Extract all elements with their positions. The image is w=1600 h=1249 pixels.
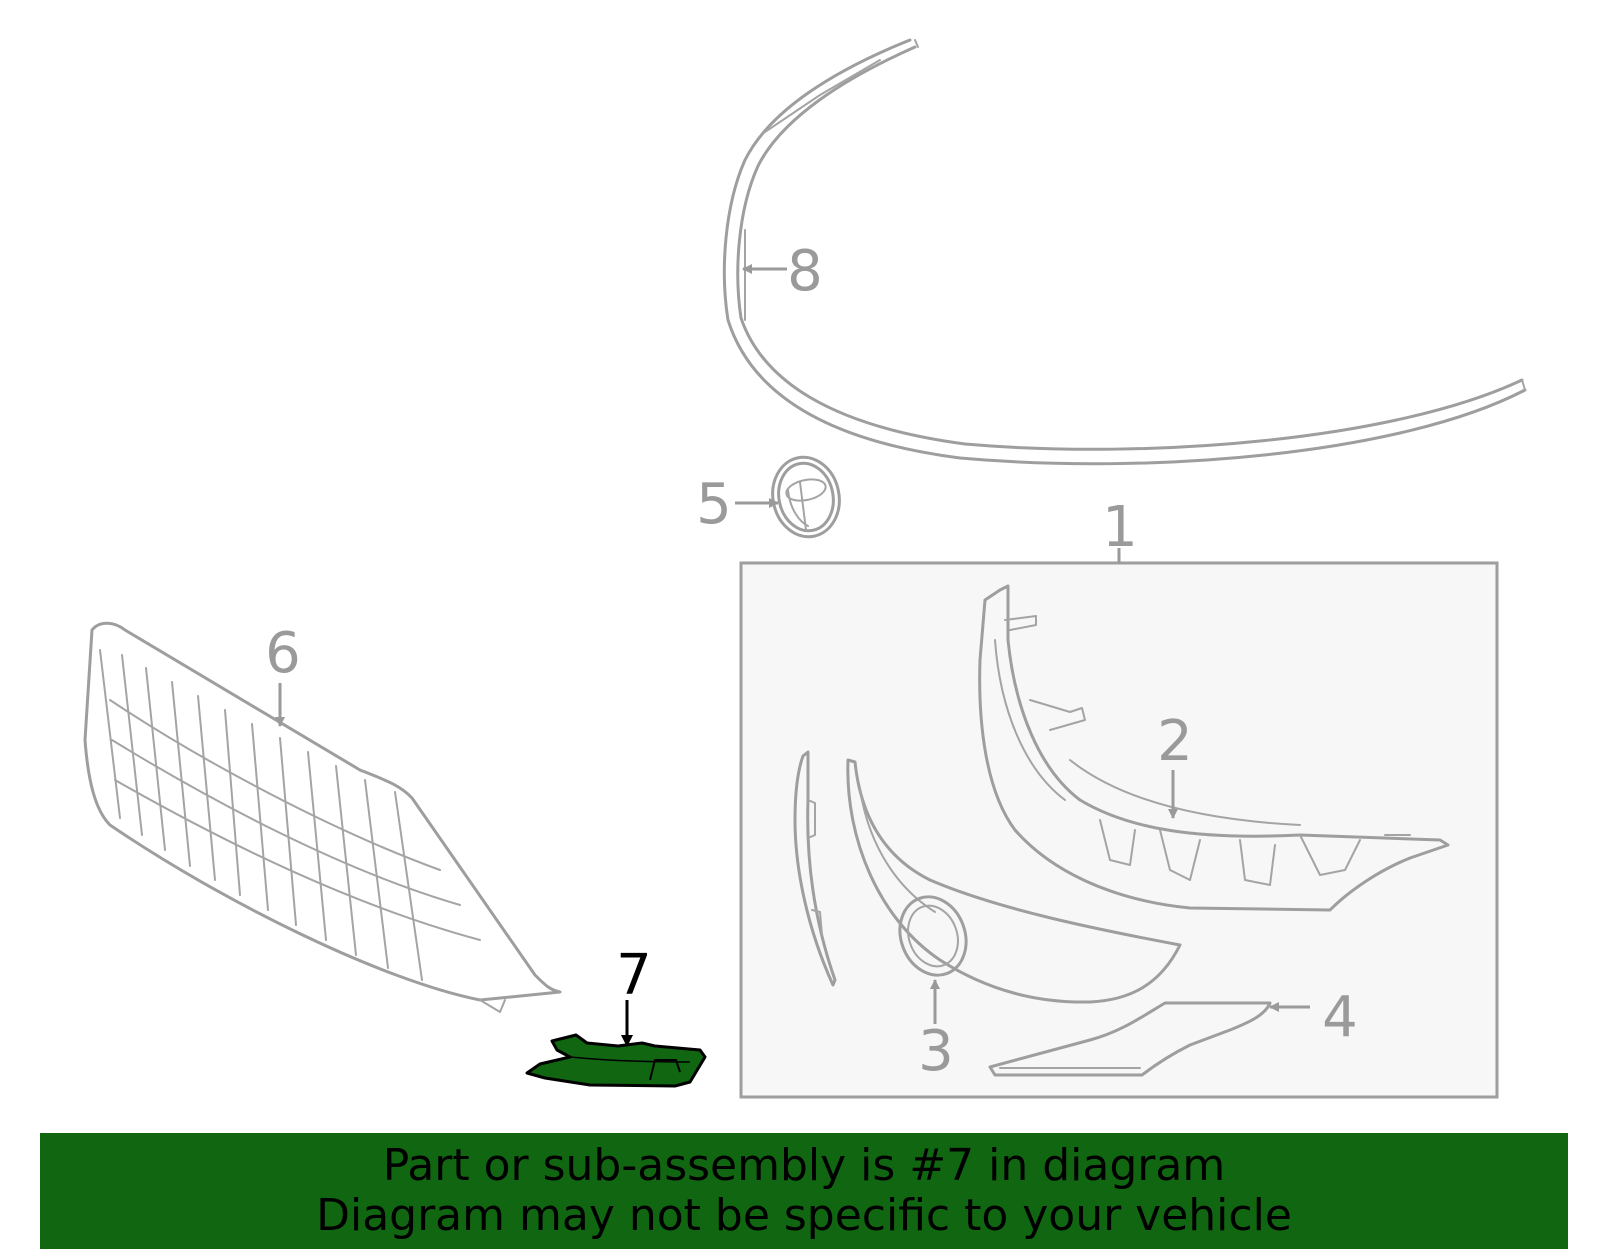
callout-4: 4 <box>1322 985 1358 1050</box>
callout-6: 6 <box>265 621 301 686</box>
part-3-upper-trim <box>793 750 1182 1004</box>
info-banner: Part or sub-assembly is #7 in diagram Di… <box>40 1133 1568 1249</box>
callout-7: 7 <box>616 943 652 1008</box>
callout-1: 1 <box>1102 495 1138 560</box>
part-8-molding-strip <box>722 38 1527 466</box>
part-2-frame <box>978 584 1450 912</box>
part-7-highlighted <box>525 1033 707 1088</box>
callout-8: 8 <box>787 239 823 304</box>
assembly-1-box <box>739 561 1499 1099</box>
callout-5: 5 <box>696 472 732 537</box>
banner-line-part: Part or sub-assembly is #7 in diagram <box>382 1140 1226 1191</box>
banner-line-disclaimer: Diagram may not be specific to your vehi… <box>316 1190 1292 1241</box>
part-5-emblem <box>771 455 841 539</box>
part-4-lower-molding <box>988 1001 1272 1077</box>
callout-2: 2 <box>1157 709 1193 774</box>
part-6-grille <box>83 621 562 1013</box>
callout-3: 3 <box>918 1019 954 1084</box>
